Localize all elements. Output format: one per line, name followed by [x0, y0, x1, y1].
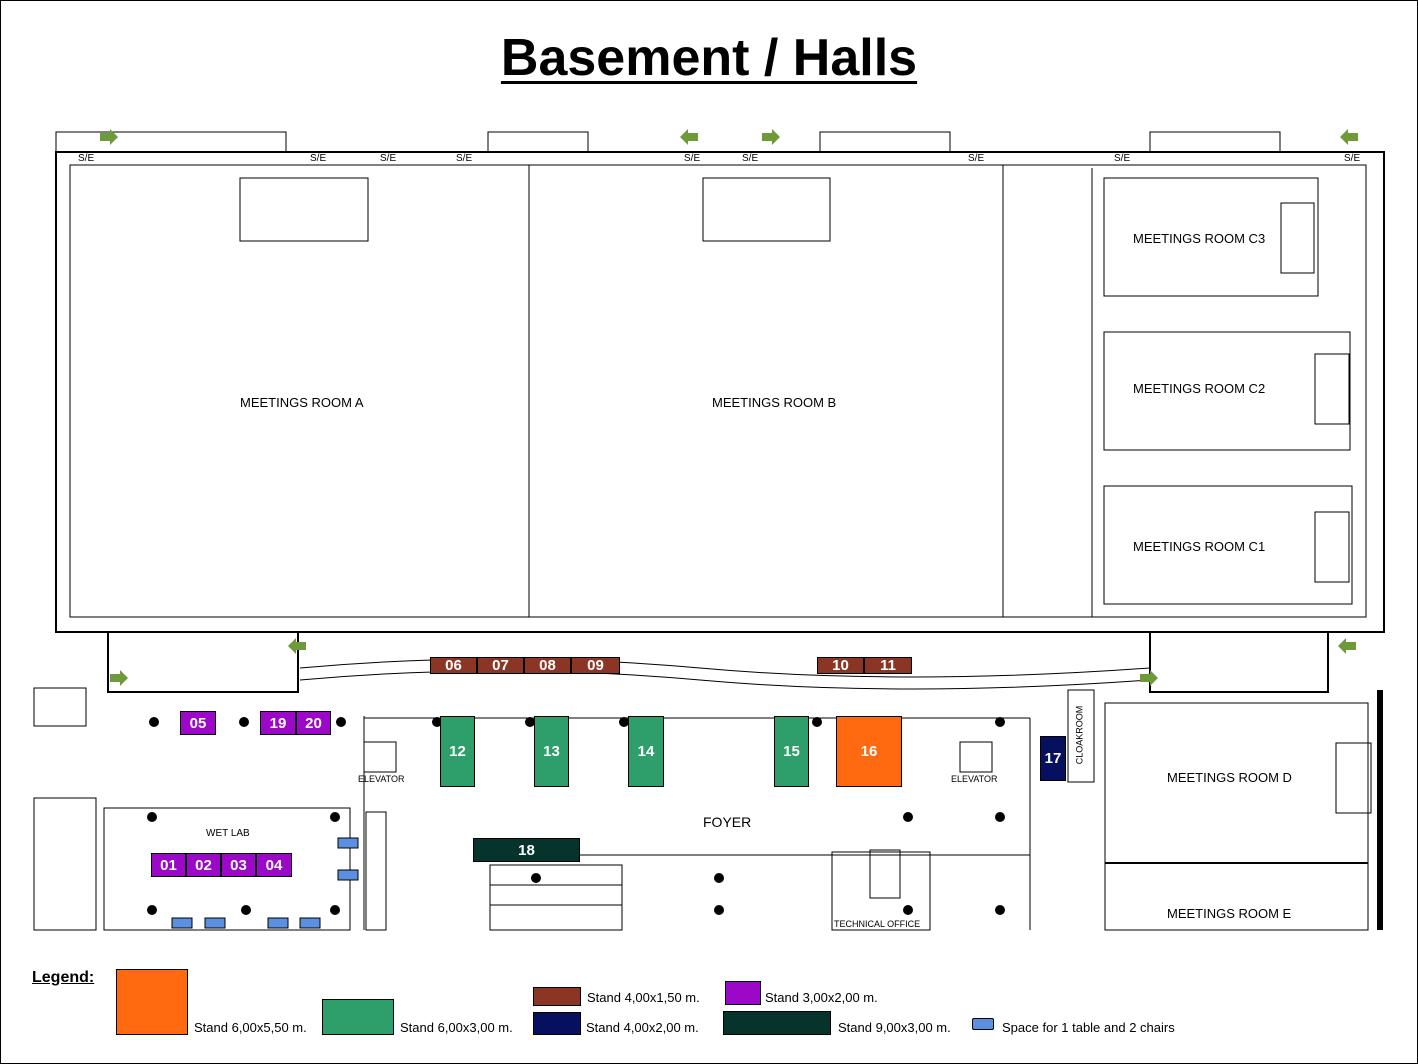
meetings-room-c3-label: MEETINGS ROOM C3	[1133, 231, 1266, 246]
legend-label-green: Stand 6,00x3,00 m.	[400, 1020, 513, 1035]
stand-16[interactable]: 16	[836, 716, 902, 787]
exit-arrow-icon	[1140, 670, 1158, 686]
stand-11[interactable]: 11	[864, 657, 912, 674]
stand-01[interactable]: 01	[151, 853, 186, 877]
legend-swatch-navy	[533, 1012, 581, 1035]
se-label: S/E	[684, 153, 701, 164]
column	[149, 717, 159, 727]
stand-09[interactable]: 09	[571, 657, 620, 674]
exit-arrow-icon	[762, 129, 780, 145]
stand-19[interactable]: 19	[260, 711, 296, 735]
elevator-label-left: ELEVATOR	[358, 774, 405, 784]
legend-label-table: Space for 1 table and 2 chairs	[1002, 1020, 1175, 1035]
column	[714, 905, 724, 915]
column	[995, 905, 1005, 915]
exit-arrow-icon	[680, 129, 698, 145]
technical-office-label: TECHNICAL OFFICE	[834, 919, 921, 929]
legend-swatch-darkgreen	[723, 1011, 831, 1035]
stand-17[interactable]: 17	[1040, 736, 1066, 781]
meetings-room-c2-label: MEETINGS ROOM C2	[1133, 381, 1266, 396]
legend-swatch-table	[972, 1018, 994, 1030]
foyer-label: FOYER	[703, 814, 752, 830]
table-chairs-icon	[204, 917, 226, 929]
column	[330, 905, 340, 915]
se-label: S/E	[742, 153, 759, 164]
se-label: S/E	[1344, 153, 1361, 164]
exit-arrow-icon	[288, 638, 306, 654]
stand-15[interactable]: 15	[774, 716, 809, 787]
se-label: S/E	[968, 153, 985, 164]
stand-20[interactable]: 20	[296, 711, 331, 735]
table-chairs-icon	[337, 837, 359, 849]
column	[525, 717, 535, 727]
column	[147, 812, 157, 822]
column	[619, 717, 629, 727]
map-title: Basement / Halls	[500, 29, 918, 87]
column	[714, 873, 724, 883]
legend-label-purple: Stand 3,00x2,00 m.	[765, 990, 878, 1005]
table-chairs-icon	[299, 917, 321, 929]
wet-lab-label: WET LAB	[206, 828, 250, 839]
se-label: S/E	[310, 153, 327, 164]
column	[330, 812, 340, 822]
se-label: S/E	[1114, 153, 1131, 164]
column	[812, 717, 822, 727]
legend-label-darkgreen: Stand 9,00x3,00 m.	[838, 1020, 951, 1035]
meetings-room-a-label: MEETINGS ROOM A	[240, 395, 364, 410]
meetings-room-b-label: MEETINGS ROOM B	[712, 395, 837, 410]
exit-arrow-icon	[110, 670, 128, 686]
stand-07[interactable]: 07	[477, 657, 524, 674]
stand-05[interactable]: 05	[180, 711, 216, 735]
legend-swatch-orange	[116, 969, 188, 1035]
stand-12[interactable]: 12	[440, 716, 475, 787]
stand-08[interactable]: 08	[524, 657, 571, 674]
legend-swatch-purple	[725, 981, 761, 1005]
column	[903, 905, 913, 915]
meetings-room-c1-label: MEETINGS ROOM C1	[1133, 539, 1266, 554]
stand-06[interactable]: 06	[430, 657, 477, 674]
elevator-label-right: ELEVATOR	[951, 774, 998, 784]
se-label: S/E	[78, 153, 95, 164]
stand-04[interactable]: 04	[256, 853, 292, 877]
column	[995, 717, 1005, 727]
walls	[33, 131, 1385, 931]
legend-label-navy: Stand 4,00x2,00 m.	[586, 1020, 699, 1035]
column	[531, 873, 541, 883]
se-label: S/E	[380, 153, 397, 164]
legend-swatch-brown	[533, 987, 581, 1006]
exit-arrow-icon	[100, 129, 118, 145]
stand-18[interactable]: 18	[473, 838, 580, 862]
column	[336, 717, 346, 727]
se-label: S/E	[456, 153, 473, 164]
stand-13[interactable]: 13	[534, 716, 569, 787]
meetings-room-e-label: MEETINGS ROOM E	[1167, 906, 1292, 921]
column	[432, 717, 442, 727]
legend-label-brown: Stand 4,00x1,50 m.	[587, 990, 700, 1005]
exit-arrow-icon	[1338, 638, 1356, 654]
column	[147, 905, 157, 915]
legend-title: Legend:	[32, 969, 95, 986]
table-chairs-icon	[171, 917, 193, 929]
exit-arrow-icon	[1340, 129, 1358, 145]
column	[241, 905, 251, 915]
cloakroom-label: CLOAKROOM	[1074, 705, 1085, 765]
table-chairs-icon	[337, 869, 359, 881]
column	[995, 812, 1005, 822]
stand-02[interactable]: 02	[186, 853, 221, 877]
stand-14[interactable]: 14	[628, 716, 664, 787]
stand-10[interactable]: 10	[817, 657, 864, 674]
table-chairs-icon	[267, 917, 289, 929]
column	[903, 812, 913, 822]
column	[239, 717, 249, 727]
legend-swatch-green	[322, 999, 394, 1035]
stand-03[interactable]: 03	[221, 853, 256, 877]
legend-label-orange: Stand 6,00x5,50 m.	[194, 1020, 307, 1035]
meetings-room-d-label: MEETINGS ROOM D	[1167, 770, 1292, 785]
